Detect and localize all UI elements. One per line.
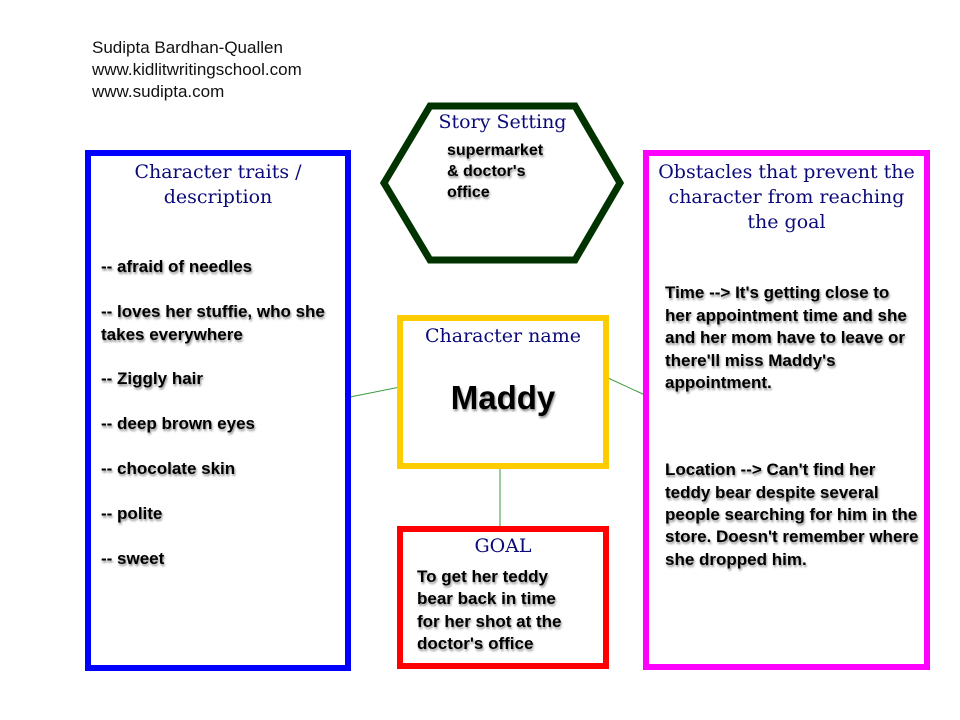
trait-item: -- deep brown eyes (101, 414, 255, 434)
traits-title: Character traits / description (134, 161, 302, 208)
character-title: Character name (425, 325, 581, 347)
author-name: Sudipta Bardhan-Quallen (92, 38, 283, 57)
character-name: Maddy (450, 379, 556, 416)
website-link[interactable]: www.sudipta.com (92, 82, 225, 101)
connector-line (607, 377, 646, 396)
trait-item: -- Ziggly hair (101, 369, 203, 389)
obstacles-list: Time --> It's getting close to her appoi… (665, 260, 920, 594)
website-link[interactable]: www.kidlitwritingschool.com (92, 60, 302, 79)
character-box: Character name Maddy (397, 315, 609, 469)
obstacles-box: Obstacles that prevent the character fro… (643, 150, 930, 670)
traits-box: Character traits / description -- afraid… (85, 150, 351, 671)
setting-hexagon (379, 102, 625, 264)
obstacle-item: Time --> It's getting close to her appoi… (665, 283, 907, 393)
trait-item: -- afraid of needles (101, 257, 253, 277)
traits-list: -- afraid of needles -- loves her stuffi… (101, 234, 341, 593)
trait-item: -- chocolate skin (101, 459, 236, 479)
obstacles-title: Obstacles that prevent the character fro… (658, 161, 915, 233)
trait-item: -- sweet (101, 548, 165, 568)
obstacle-item: Location --> Can't find her teddy bear d… (665, 460, 919, 569)
goal-title: GOAL (474, 535, 532, 557)
trait-item: -- loves her stuffie, who she takes ever… (101, 302, 325, 344)
connector-line (349, 386, 401, 398)
goal-text: To get her teddy bear back in time for h… (417, 567, 562, 654)
goal-box: GOAL To get her teddy bear back in time … (397, 526, 609, 669)
trait-item: -- polite (101, 503, 163, 523)
credits: Sudipta Bardhan-Quallen www.kidlitwritin… (92, 37, 302, 103)
setting-title: Story Setting (438, 111, 567, 133)
setting-text: supermarket & doctor's office (447, 142, 544, 201)
